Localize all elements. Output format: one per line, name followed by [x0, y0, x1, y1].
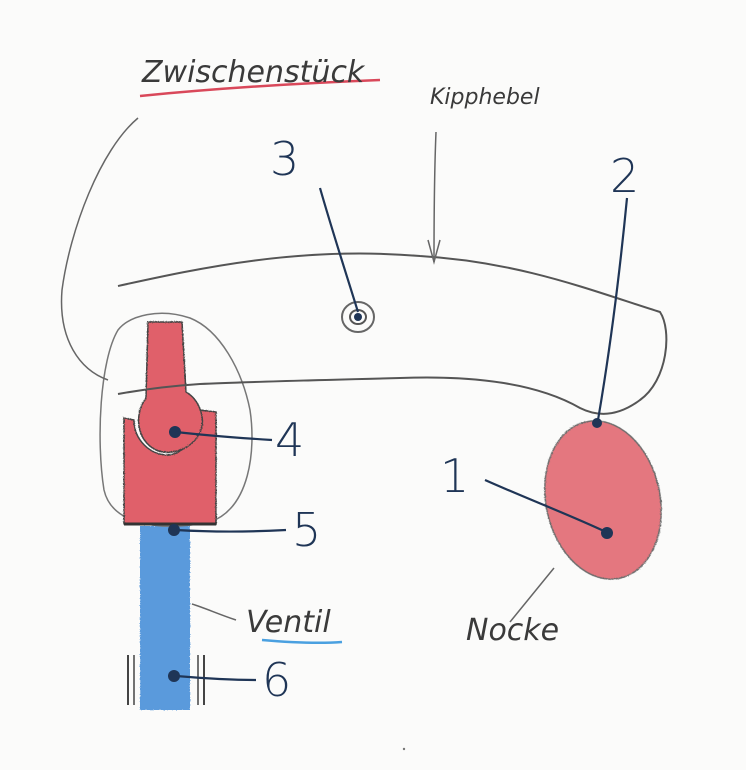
number-4: 4	[275, 413, 304, 467]
zwischenstueck-outline	[99, 312, 253, 527]
nocke-cam	[544, 418, 662, 580]
zwischenstueck-underline	[139, 78, 381, 98]
joint-6	[168, 670, 180, 682]
stray-mark	[402, 747, 406, 751]
label-zwischenstueck: Zwischenstück	[141, 55, 366, 90]
pivot-3	[341, 301, 375, 333]
number-5: 5	[292, 503, 321, 557]
label-leaders	[60, 117, 555, 623]
joint-5	[168, 524, 180, 536]
number-1: 1	[440, 449, 469, 503]
number-3: 3	[270, 132, 299, 186]
number-2: 2	[610, 149, 639, 203]
kipphebel-arm	[117, 252, 668, 415]
label-kipphebel: Kipphebel	[430, 85, 540, 110]
label-nocke: Nocke	[466, 613, 559, 648]
label-ventil: Ventil	[246, 605, 331, 640]
ventil-underline	[261, 638, 343, 645]
joint-4	[169, 426, 181, 438]
ventil-stem	[127, 526, 205, 710]
pointer-lines	[175, 187, 629, 682]
number-6: 6	[262, 653, 291, 707]
